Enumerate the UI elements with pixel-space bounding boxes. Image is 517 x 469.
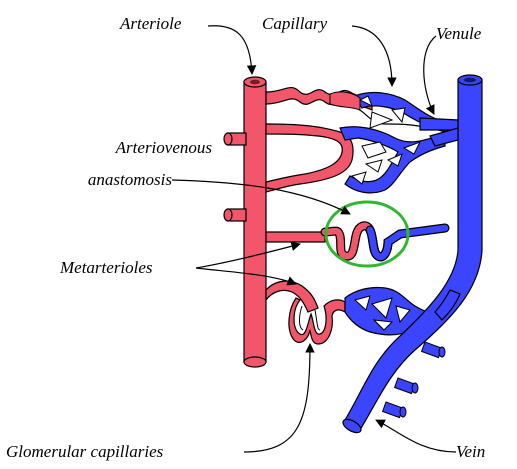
leader-capillary xyxy=(352,26,392,86)
metarteriole-upper xyxy=(266,232,325,242)
label-venule: Venule xyxy=(436,24,481,44)
arteriole-trunk xyxy=(244,82,266,362)
leader-venule xyxy=(424,36,436,114)
label-av-anastomosis-line1: Arteriovenous xyxy=(50,138,212,158)
leader-arteriole xyxy=(208,26,252,74)
label-metarterioles: Metarterioles xyxy=(60,258,153,278)
arteriole-mid-branch xyxy=(266,124,353,192)
arterial-network xyxy=(224,77,372,367)
label-glomerular-capillaries: Glomerular capillaries xyxy=(6,442,163,462)
leader-vein xyxy=(376,420,456,452)
arteriole-bottom-opening xyxy=(244,357,266,367)
capillary-bed-middle xyxy=(340,127,445,193)
label-av-anastomosis-line2: anastomosis xyxy=(50,170,172,190)
label-capillary: Capillary xyxy=(262,14,327,34)
label-arteriole: Arteriole xyxy=(120,14,181,34)
av-anastomosis-vessel xyxy=(325,202,445,266)
venule-upper xyxy=(420,118,458,130)
label-vein: Vein xyxy=(456,442,485,462)
